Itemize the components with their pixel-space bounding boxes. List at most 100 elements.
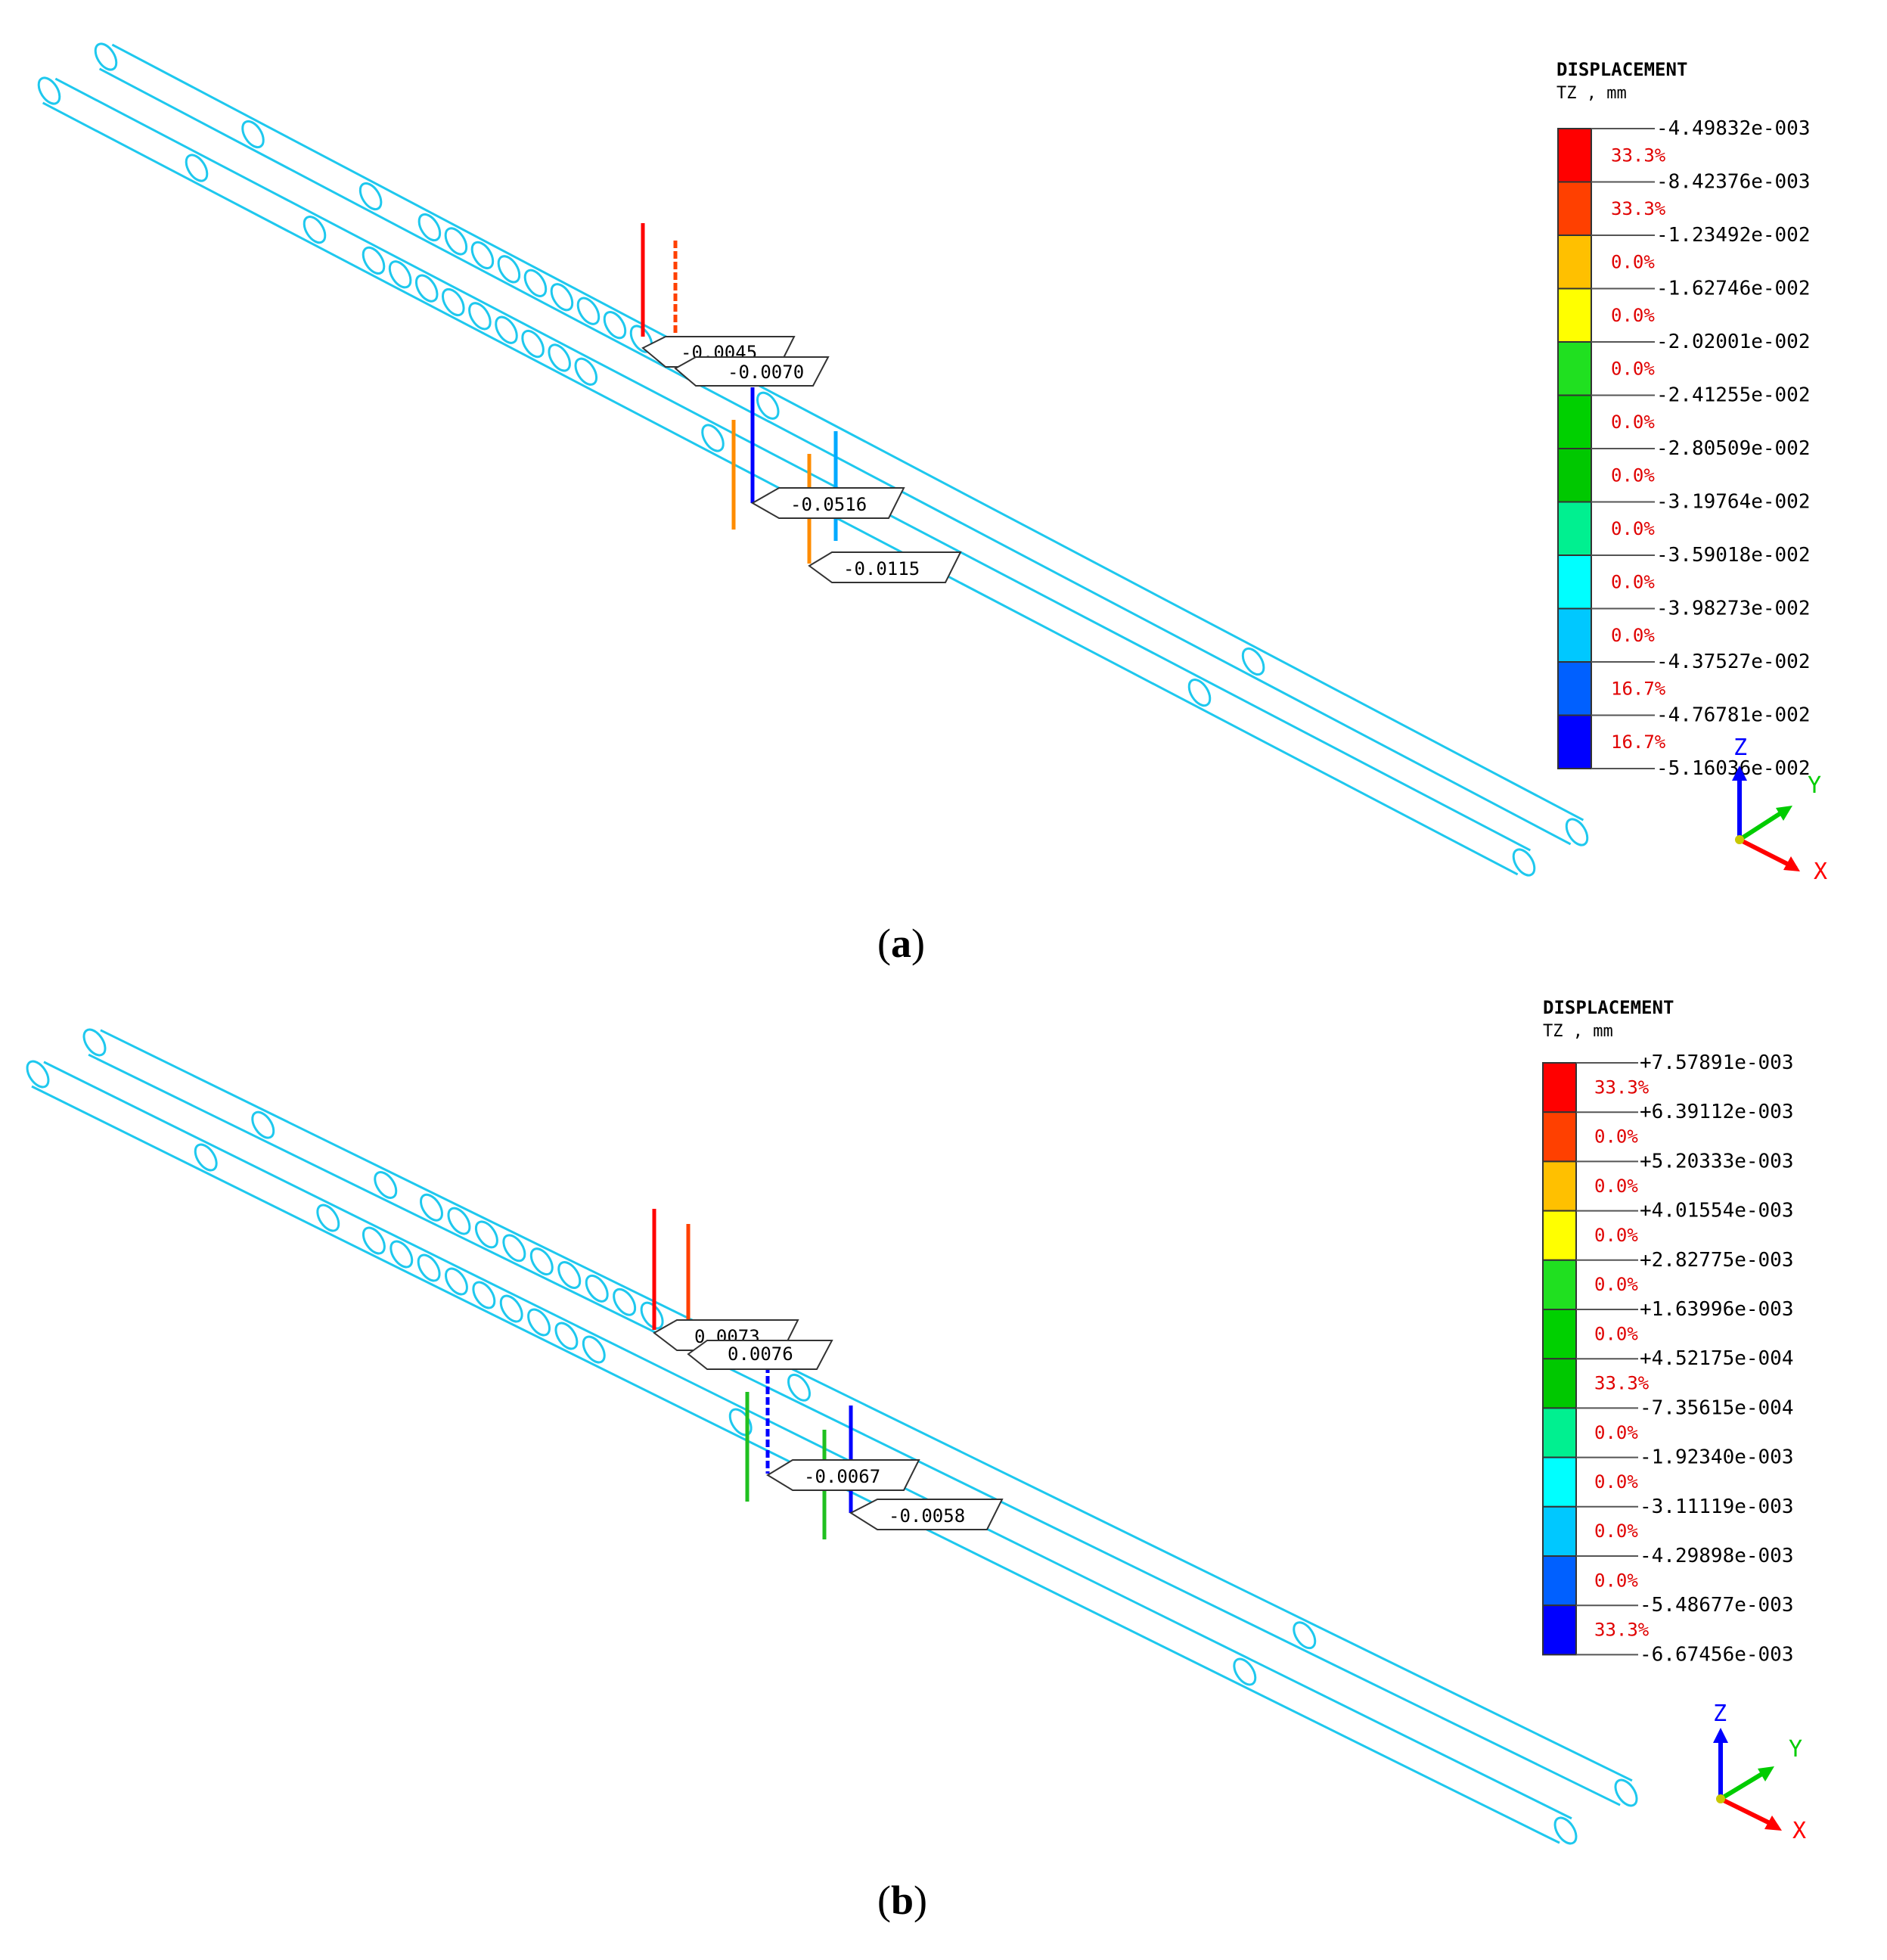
pipe-ring: [787, 1373, 811, 1402]
legend-swatch: [1557, 181, 1592, 236]
y-axis-label: Y: [1808, 772, 1821, 799]
legend-percent: 33.3%: [1594, 1076, 1650, 1098]
pipe-end-ring: [1512, 848, 1536, 877]
z-axis-label: Z: [1713, 1701, 1727, 1727]
pipe-ring: [358, 182, 383, 211]
coil-ring: [499, 1294, 523, 1323]
legend-subtitle: TZ , mm: [1543, 1022, 1613, 1041]
panel-label: (b): [877, 1878, 927, 1923]
legend-value: +6.39112e-003: [1640, 1101, 1794, 1123]
coil-ring: [603, 311, 627, 340]
legend-value: +1.63996e-003: [1640, 1298, 1794, 1321]
legend-value: -4.49832e-003: [1656, 117, 1811, 140]
legend-value: -7.35615e-004: [1640, 1396, 1794, 1419]
panel-label: (a): [877, 921, 925, 966]
legend-swatch: [1557, 448, 1592, 503]
legend-value: -4.29898e-003: [1640, 1545, 1794, 1567]
coil-ring: [445, 1267, 468, 1296]
pipe-model: [26, 1028, 1638, 1845]
legend-swatch: [1542, 1407, 1577, 1458]
coil-ring: [468, 302, 492, 331]
pipe-ring: [728, 1408, 753, 1437]
legend-swatch: [1557, 661, 1592, 716]
coil-ring: [550, 283, 574, 312]
coil-ring: [472, 1281, 496, 1309]
triad-origin: [1735, 835, 1744, 844]
legend-scale: -4.49832e-003-8.42376e-003-1.23492e-002-…: [1557, 117, 1811, 780]
legend-value: -3.98273e-002: [1656, 598, 1811, 620]
coil-ring: [548, 343, 571, 372]
coil-ring: [521, 329, 545, 359]
x-axis-label: X: [1792, 1818, 1806, 1844]
legend-swatch: [1557, 394, 1592, 449]
pipe-end-ring: [1565, 818, 1589, 846]
legend-percent: 0.0%: [1611, 359, 1655, 380]
legend-value: -6.67456e-003: [1640, 1643, 1794, 1666]
pipe-edge: [111, 43, 1584, 822]
legend-swatch: [1557, 501, 1592, 556]
x-axis-arrow: [1738, 837, 1798, 871]
coil-ring: [557, 1261, 582, 1289]
callout-value: -0.0070: [728, 362, 804, 383]
coil-ring: [388, 260, 412, 289]
legend-swatch: [1557, 235, 1592, 290]
legend-swatch: [1542, 1604, 1577, 1656]
coil-ring: [495, 315, 518, 344]
coil-ring: [362, 1226, 386, 1255]
coil-ring: [576, 297, 601, 325]
legend-value: +5.20333e-003: [1640, 1150, 1794, 1173]
pipe-ring: [374, 1171, 398, 1199]
pipe-end-ring: [26, 1060, 50, 1089]
coil-ring: [417, 213, 442, 242]
legend-swatch: [1542, 1358, 1577, 1409]
legend-percent: 0.0%: [1594, 1520, 1638, 1542]
legend-percent: 0.0%: [1594, 1570, 1638, 1591]
legend-swatch: [1557, 128, 1592, 183]
callout-value: -0.0516: [790, 494, 867, 515]
callout-value: -0.0115: [843, 558, 920, 579]
pipe-end-ring: [1614, 1778, 1638, 1807]
callout-value: 0.0076: [728, 1343, 793, 1365]
legend-swatch: [1542, 1111, 1577, 1163]
legend-swatch: [1542, 1505, 1577, 1558]
callout: -0.0070: [674, 356, 830, 387]
pipe-edge: [88, 1053, 1621, 1806]
legend-percent: 0.0%: [1594, 1471, 1638, 1493]
legend-percent: 16.7%: [1611, 732, 1666, 753]
legend-value: -8.42376e-003: [1656, 171, 1811, 194]
legend-swatch: [1557, 554, 1592, 610]
legend-percent: 33.3%: [1594, 1373, 1650, 1394]
legend-scale: +7.57891e-003 +6.39112e-003 +5.20333e-003 +…: [1542, 1051, 1794, 1666]
legend-percent: 0.0%: [1611, 625, 1655, 646]
triad-origin: [1716, 1794, 1725, 1803]
pipe-end-ring: [1553, 1816, 1578, 1845]
pipe-edge: [54, 77, 1532, 852]
coil-ring: [390, 1240, 414, 1269]
callout: -0.0067: [766, 1459, 920, 1491]
legend-value: +7.57891e-003: [1640, 1051, 1794, 1074]
legend-value: -4.76781e-002: [1656, 704, 1811, 727]
pipe-ring: [251, 1110, 275, 1139]
callout: 0.0076: [687, 1340, 833, 1370]
coil-ring: [574, 357, 598, 386]
pipe-model: [37, 42, 1589, 877]
pipe-ring: [303, 216, 327, 244]
coil-ring: [362, 246, 386, 275]
callout: -0.0115: [808, 551, 962, 583]
x-axis-label: X: [1814, 859, 1827, 885]
coil-ring: [470, 241, 495, 270]
coil-ring: [417, 1253, 441, 1282]
legend-swatch: [1557, 287, 1592, 343]
axis-triad: X Y Z: [1732, 735, 1827, 885]
legend-subtitle: TZ , mm: [1556, 84, 1627, 103]
color-legend: DISPLACEMENT TZ , mm +7.57891e-003+6.391…: [1542, 997, 1794, 1666]
panel-b: 0.0073 0.0076 -0.0067 -0.0058 DISPLACEME…: [26, 997, 1806, 1923]
legend-percent: 0.0%: [1611, 252, 1655, 273]
legend-swatch: [1542, 1456, 1577, 1508]
coil-ring: [420, 1193, 443, 1222]
pipe-ring: [194, 1143, 218, 1172]
coil-ring: [497, 255, 521, 284]
callout-value: -0.0067: [804, 1466, 880, 1487]
legend-percent: 0.0%: [1611, 305, 1655, 326]
